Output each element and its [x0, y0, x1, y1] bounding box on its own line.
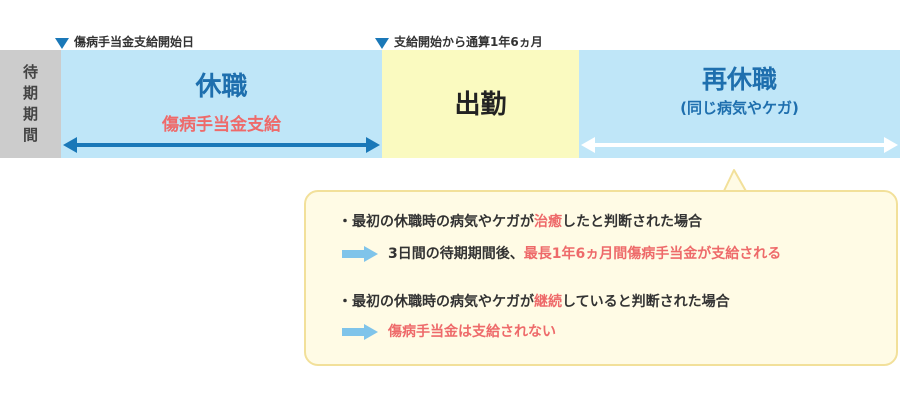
- case1-result: 3日間の待期期間後、最長1年6ヵ月間傷病手当金が支給される: [388, 244, 781, 264]
- work-segment: [382, 50, 579, 158]
- leave-title: 休職: [195, 72, 248, 102]
- case1-condition: ・最初の休職時の病気やケガが治癒したと判断された場合: [338, 212, 702, 232]
- releave-title: 再休職: [701, 65, 777, 94]
- case2-result-highlight: 傷病手当金は支給されない: [388, 324, 556, 340]
- waiting-period-segment: [0, 50, 61, 158]
- leave-double-arrow-icon: [63, 137, 380, 153]
- leave-subtitle: 傷病手当金支給: [162, 115, 281, 135]
- releave-segment: [579, 50, 900, 158]
- case1-result-highlight: 最長1年6ヵ月間傷病手当金が支給される: [523, 246, 782, 262]
- waiting-char: 期: [22, 84, 38, 102]
- waiting-char: 間: [22, 126, 38, 144]
- waiting-period-label: 待 期 期 間: [0, 62, 61, 146]
- leave-segment: [61, 50, 382, 158]
- releave-subtitle: (同じ病気やケガ): [680, 99, 799, 117]
- limit-marker-label: 支給開始から通算1年6ヵ月: [394, 35, 543, 49]
- start-marker-icon: [55, 38, 69, 49]
- case1-condition-post: したと判断された場合: [562, 214, 702, 230]
- limit-marker-icon: [375, 38, 389, 49]
- releave-double-arrow-icon: [581, 137, 898, 153]
- case2-condition-pre: ・最初の休職時の病気やケガが: [338, 294, 534, 310]
- work-title: 出勤: [454, 90, 507, 120]
- waiting-char: 待: [22, 63, 38, 81]
- case1-condition-pre: ・最初の休職時の病気やケガが: [338, 214, 534, 230]
- case2-result-arrow-icon: [342, 324, 378, 340]
- case2-condition-keyword: 継続: [534, 294, 562, 310]
- waiting-char: 期: [22, 105, 38, 123]
- case1-result-plain: 3日間の待期期間後、: [388, 246, 524, 262]
- case2-condition: ・最初の休職時の病気やケガが継続していると判断された場合: [338, 292, 730, 312]
- case1-condition-keyword: 治癒: [534, 214, 562, 230]
- case2-result: 傷病手当金は支給されない: [388, 322, 556, 342]
- case1-result-arrow-icon: [342, 246, 378, 262]
- condition-callout: [304, 190, 898, 366]
- start-marker-label: 傷病手当金支給開始日: [74, 35, 195, 49]
- case2-condition-post: していると判断された場合: [562, 294, 730, 310]
